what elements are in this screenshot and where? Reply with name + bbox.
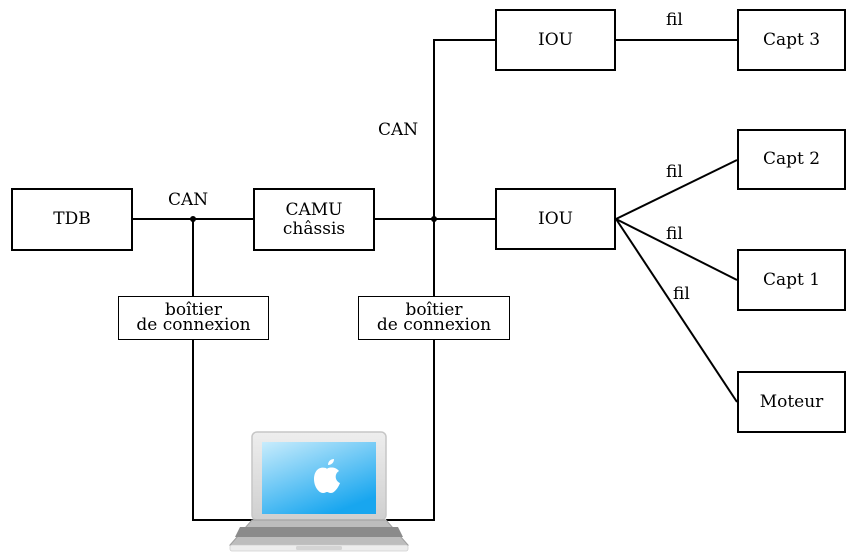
tdb-label: TDB	[53, 209, 91, 229]
iou-top-box: IOU	[495, 9, 616, 71]
edge-label-fil-capt3: fil	[666, 10, 683, 30]
junction-dot-left	[190, 216, 196, 222]
apple-logo-icon	[314, 459, 340, 493]
capt3-box: Capt 3	[737, 9, 846, 71]
chassis-label: châssis	[282, 218, 346, 239]
junction-right-line1: boîtier	[405, 300, 463, 320]
wire-iou-capt1	[615, 218, 738, 281]
wire-iou-capt2	[615, 159, 738, 220]
junction-box-left: boîtier de connexion	[118, 296, 269, 340]
edge-label-fil-capt1: fil	[666, 224, 683, 244]
junction-left-line2: de connexion	[136, 315, 251, 335]
edge-label-can-vertical: CAN	[378, 120, 419, 140]
can-vertical-bus	[433, 39, 495, 219]
junction-right-line2: de connexion	[376, 315, 492, 335]
edge-label-can-tdb-camu: CAN	[168, 190, 209, 210]
iou-mid-label: IOU	[538, 208, 573, 229]
camu-chassis-box: CAMU châssis	[253, 188, 375, 251]
edge-label-fil-moteur: fil	[673, 284, 690, 304]
iou-mid-box: IOU	[495, 188, 616, 250]
moteur-box: Moteur	[737, 371, 846, 433]
camu-label: CAMU	[285, 199, 343, 220]
capt3-label: Capt 3	[762, 29, 821, 50]
wire-iou-moteur	[615, 218, 738, 403]
capt1-box: Capt 1	[737, 249, 846, 311]
capt2-label: Capt 2	[762, 149, 821, 169]
laptop-icon	[228, 431, 410, 552]
tdb-box: TDB	[11, 188, 133, 251]
cable-right-to-laptop	[386, 219, 435, 521]
capt1-label: Capt 1	[762, 269, 821, 290]
capt2-box: Capt 2	[737, 129, 846, 190]
iou-top-label: IOU	[538, 29, 573, 50]
junction-box-right: boîtier de connexion	[358, 296, 510, 340]
junction-dot-right	[431, 216, 437, 222]
edge-label-fil-capt2: fil	[666, 162, 683, 182]
moteur-label: Moteur	[759, 391, 824, 412]
junction-left-line1: boîtier	[164, 300, 222, 320]
